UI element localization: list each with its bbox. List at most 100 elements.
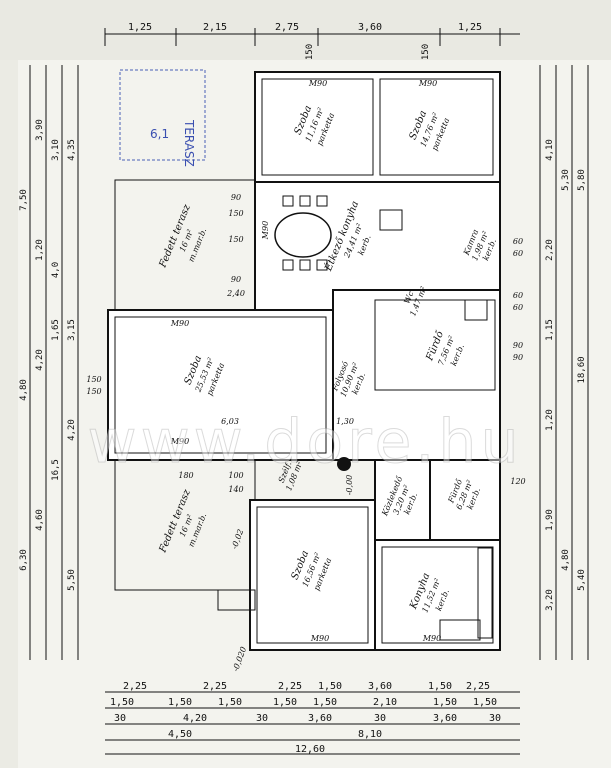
dim-top-3: 2,75: [275, 22, 299, 33]
w-120: 120: [510, 477, 525, 486]
sink-icon: [439, 619, 481, 641]
dim-bottom-r3-7: 30: [489, 713, 501, 724]
w-90-b: 90: [231, 275, 241, 284]
w-180: 180: [178, 471, 193, 480]
dim-top-2: 2,15: [203, 22, 227, 33]
w-90-c: 90: [513, 341, 523, 350]
dim-left-outer-1: 7,50: [19, 189, 29, 211]
paper-noise-top: [0, 0, 611, 60]
dim-bottom-r3-1: 30: [114, 713, 126, 724]
dim-top-1: 1,25: [128, 22, 152, 33]
dim-left-mid-1: 3,90: [35, 119, 45, 141]
dim-bottom-r1-7: 2,25: [466, 681, 490, 692]
pencil-sketch: [119, 69, 206, 161]
w-90-a: 90: [231, 193, 241, 202]
top-dimension-chain: 1,25 2,15 2,75 3,60 1,25 150 150: [104, 22, 520, 60]
dim-left-inner-1: 3,10: [51, 139, 61, 161]
dim-bottom-r2-6: 2,10: [373, 697, 397, 708]
dim-bottom-r2-4: 1,50: [273, 697, 297, 708]
dim-top-small-2: 150: [421, 44, 431, 60]
right-dimension-chain: 4,10 2,20 1,15 1,20 1,90 3,20 5,30 4,80 …: [539, 65, 589, 660]
dim-bottom-r1-3: 2,25: [278, 681, 302, 692]
dim-top-4: 3,60: [358, 22, 382, 33]
dim-left-col4-2: 3,15: [67, 319, 77, 341]
column-marker: [337, 457, 351, 471]
furniture: [217, 195, 493, 641]
door-labels: M90 M90 M90 M90 M90 M90 M90: [170, 79, 441, 643]
w-100: 100: [228, 471, 243, 480]
dim-right-mid-1: 5,30: [561, 169, 571, 191]
w-90-d: 90: [513, 353, 523, 362]
dim-top-small-1: 150: [305, 44, 315, 60]
dim-bottom-r3-6: 3,60: [433, 713, 457, 724]
w-60-b: 60: [513, 249, 523, 258]
w-150-a: 150: [228, 209, 243, 218]
dim-right-outer-1: 5,80: [577, 169, 587, 191]
handwritten-terasz: TERASZ: [182, 119, 196, 167]
watermark: www.dore.hu: [88, 407, 523, 477]
dim-bottom-r1-1: 2,25: [123, 681, 147, 692]
dim-bottom-r2-8: 1,50: [473, 697, 497, 708]
w-60-d: 60: [513, 303, 523, 312]
dim-left-col4-4: 5,50: [67, 569, 77, 591]
dim-left-mid-4: 4,60: [35, 509, 45, 531]
stove-icon: [379, 209, 403, 231]
dim-left-inner-2: 4,0: [51, 262, 61, 278]
w-60-a: 60: [513, 237, 523, 246]
dim-bottom-r4-1: 4,50: [168, 729, 192, 740]
door-label-2: M90: [418, 79, 437, 88]
label-1-30: 1,30: [336, 417, 354, 426]
w-240: 2,40: [226, 289, 245, 298]
dim-bottom-r3-4: 3,60: [308, 713, 332, 724]
paper-noise-left: [0, 60, 18, 768]
level-c: -0,00: [345, 475, 354, 496]
dim-bottom-r1-4: 1,50: [318, 681, 342, 692]
door-label-5: M90: [310, 634, 329, 643]
bottom-dimension-chain: 2,25 2,25 2,25 1,50 3,60 1,50 2,25 1,50 …: [105, 681, 520, 755]
dim-left-outer-2: 4,80: [19, 379, 29, 401]
handwritten-value: 6,1: [150, 127, 169, 141]
w-150-c: 150: [86, 375, 101, 384]
dim-right-inner-4: 1,20: [545, 409, 555, 431]
dim-right-inner-5: 1,90: [545, 509, 555, 531]
w-60-c: 60: [513, 291, 523, 300]
left-dimension-chain: 7,50 4,80 6,30 3,90 1,20 4,20 4,60 3,10 …: [19, 65, 79, 660]
level-a: -0,02: [230, 528, 245, 550]
dim-bottom-r1-2: 2,25: [203, 681, 227, 692]
door-label-1: M90: [308, 79, 327, 88]
dim-right-inner-1: 4,10: [545, 139, 555, 161]
w-150-b: 150: [228, 235, 243, 244]
toilet-icon: [464, 299, 488, 321]
dim-left-col4-1: 4,35: [67, 139, 77, 161]
w-150-d: 150: [86, 387, 101, 396]
terrace-stairs: [217, 589, 256, 611]
dim-bottom-r3-2: 4,20: [183, 713, 207, 724]
dim-left-mid-3: 4,20: [35, 349, 45, 371]
dim-right-outer-3: 5,40: [577, 569, 587, 591]
handwritten-notes: TERASZ 6,1: [119, 69, 206, 167]
dim-bottom-r3-3: 30: [256, 713, 268, 724]
label-6-03: 6,03: [221, 417, 239, 426]
dim-bottom-r3-5: 30: [374, 713, 386, 724]
dim-bottom-r1-6: 1,50: [428, 681, 452, 692]
dim-right-inner-2: 2,20: [545, 239, 555, 261]
dim-bottom-total: 12,60: [295, 744, 325, 755]
dim-bottom-r1-5: 3,60: [368, 681, 392, 692]
dim-bottom-r2-3: 1,50: [218, 697, 242, 708]
dim-right-outer-2: 18,60: [577, 356, 587, 383]
door-label-3: M90: [170, 319, 189, 328]
dim-left-col4-3: 4,20: [67, 419, 77, 441]
dim-right-inner-3: 1,15: [545, 319, 555, 341]
dim-left-inner-4: 16,5: [51, 459, 61, 481]
door-label-4: M90: [170, 437, 189, 446]
dining-table: [274, 212, 332, 258]
dim-bottom-r2-2: 1,50: [168, 697, 192, 708]
door-label-6: M90: [422, 634, 441, 643]
dim-left-mid-2: 1,20: [35, 239, 45, 261]
dim-left-inner-3: 1,65: [51, 319, 61, 341]
dim-bottom-r2-5: 1,50: [313, 697, 337, 708]
counter-icon: [477, 547, 493, 639]
dim-top-5: 1,25: [458, 22, 482, 33]
dim-right-inner-6: 3,20: [545, 589, 555, 611]
